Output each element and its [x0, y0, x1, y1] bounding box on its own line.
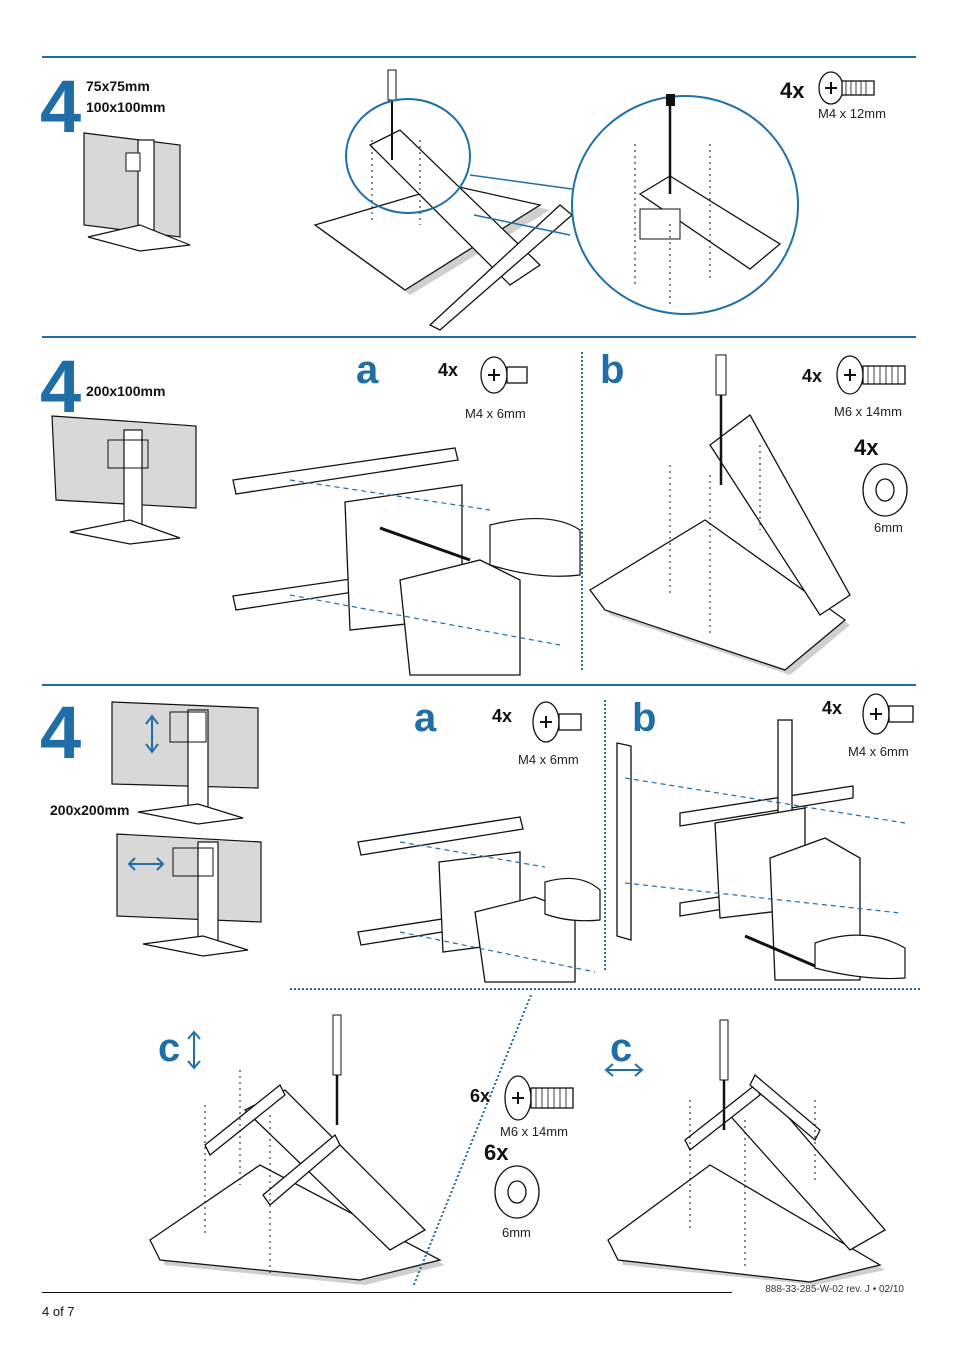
section-divider	[42, 56, 916, 58]
bracket-attach-illustration-3a	[357, 816, 601, 983]
screw-icon	[532, 701, 582, 743]
washer-icon	[862, 463, 908, 517]
hardware-spec: M4 x 6mm	[518, 752, 579, 767]
bracket-install-illustration-c-horizontal	[607, 1019, 887, 1285]
hardware-spec: 6mm	[874, 520, 903, 535]
hardware-spec: M6 x 14mm	[834, 404, 902, 419]
sub-step-letter: c	[610, 1026, 633, 1070]
hardware-spec: M6 x 14mm	[500, 1124, 568, 1139]
step-number: 4	[40, 691, 82, 774]
monitor-on-stand-illustration	[51, 415, 197, 545]
monitor-horizontal-adjust-illustration	[116, 833, 262, 957]
detail-zoom-circle	[345, 98, 471, 214]
bracket-install-illustration-c-vertical	[149, 1014, 445, 1285]
sub-step-divider	[581, 352, 583, 670]
hardware-quantity: 4x	[492, 706, 513, 726]
monitor-vertical-adjust-illustration	[111, 701, 259, 825]
document-reference: 888-33-285-W-02 rev. J • 02/10	[765, 1284, 904, 1295]
hardware-spec: M4 x 12mm	[818, 106, 886, 121]
sub-step-divider	[604, 700, 606, 970]
step-number: 4	[40, 65, 82, 148]
vesa-size-label: 100x100mm	[86, 99, 166, 115]
hardware-quantity: 6x	[470, 1086, 491, 1106]
sub-step-letter: a	[356, 348, 379, 392]
bracket-attach-illustration-a	[232, 447, 581, 676]
sub-step-letter: b	[632, 696, 657, 740]
sub-step-letter: a	[414, 696, 437, 740]
screw-icon	[836, 355, 906, 395]
horizontal-arrow-icon	[604, 1063, 644, 1077]
hardware-quantity: 4x	[802, 366, 823, 386]
hardware-quantity: 6x	[484, 1140, 509, 1165]
hardware-spec: M4 x 6mm	[465, 406, 526, 421]
page-number: 4 of 7	[42, 1304, 75, 1319]
screw-icon	[862, 693, 914, 735]
hardware-quantity: 4x	[854, 435, 879, 460]
bracket-attach-illustration-3b	[616, 719, 906, 981]
hardware-spec: M4 x 6mm	[848, 744, 909, 759]
screw-icon	[480, 356, 528, 394]
sub-step-letter: c	[158, 1026, 181, 1070]
hardware-quantity: 4x	[780, 78, 805, 103]
monitor-on-stand-illustration	[83, 132, 191, 252]
section-divider	[42, 336, 916, 338]
hardware-quantity: 4x	[438, 360, 459, 380]
sub-step-letter: b	[600, 348, 625, 392]
zoomed-mount-detail	[571, 94, 799, 315]
vesa-size-label: 200x100mm	[86, 383, 166, 399]
vertical-arrow-icon	[187, 1030, 201, 1070]
hardware-quantity: 4x	[822, 698, 843, 718]
footer-divider	[42, 1292, 732, 1293]
vesa-size-label: 200x200mm	[50, 802, 130, 818]
sub-step-divider	[290, 988, 920, 990]
detail-zoom-connector	[469, 174, 573, 236]
washer-icon	[494, 1165, 540, 1219]
step-number: 4	[40, 345, 82, 428]
vesa-size-label: 75x75mm	[86, 78, 150, 94]
stand-lying-flat-illustration	[313, 69, 574, 331]
section-divider	[42, 684, 916, 686]
screw-icon	[504, 1075, 574, 1121]
hardware-spec: 6mm	[502, 1225, 531, 1240]
screw-icon	[818, 71, 875, 105]
bracket-attach-illustration-b	[589, 354, 851, 675]
